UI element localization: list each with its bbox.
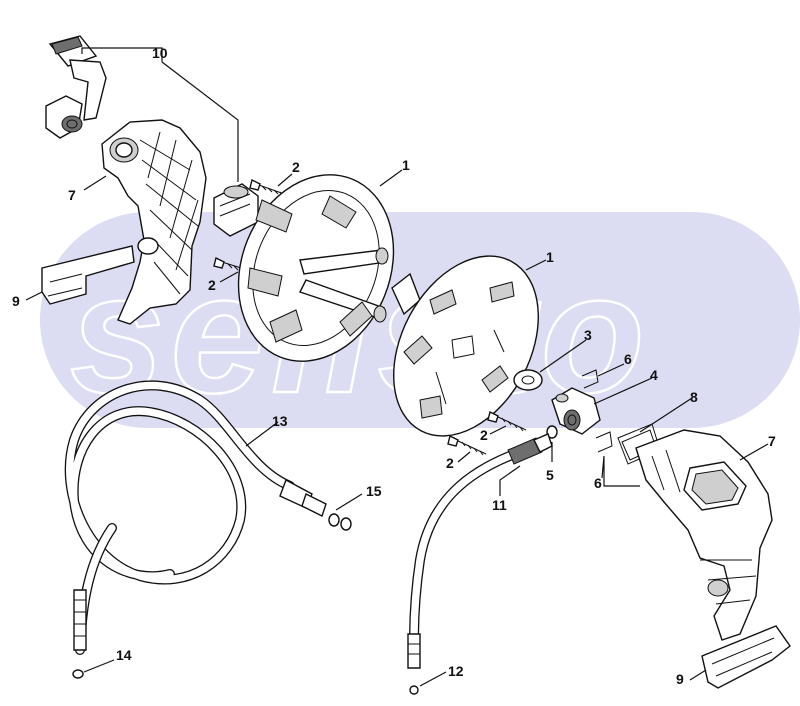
- callout-7-left: 7: [68, 187, 76, 203]
- reel-flange-front: [237, 174, 395, 362]
- leader-2c: [489, 425, 507, 435]
- callout-6-upper: 6: [624, 351, 632, 367]
- leader-6a: [597, 363, 625, 377]
- leader-3: [539, 339, 587, 373]
- leader-8: [639, 397, 693, 433]
- leader-9b: [689, 669, 707, 681]
- leader-10: [81, 47, 239, 182]
- callout-8: 8: [690, 389, 698, 405]
- callout-4: 4: [650, 367, 658, 383]
- callout-9-right: 9: [676, 671, 684, 687]
- leader-7b: [739, 443, 769, 461]
- callout-7-right: 7: [768, 433, 776, 449]
- callout-5: 5: [546, 467, 554, 483]
- callout-6-lower: 6: [594, 475, 602, 491]
- leader-7a: [83, 175, 107, 191]
- leader-9a: [25, 291, 43, 301]
- o-ring-14: [72, 669, 84, 679]
- callout-14: 14: [116, 647, 132, 663]
- callout-2-upper: 2: [292, 159, 300, 175]
- o-rings-pair: [328, 513, 352, 531]
- callout-11: 11: [492, 497, 507, 513]
- leader-1b: [525, 259, 547, 271]
- o-ring-12: [409, 685, 419, 695]
- callout-1-upper: 1: [402, 157, 410, 173]
- leader-6b: [601, 455, 640, 487]
- left-clip: [41, 245, 135, 305]
- retaining-clip-upper: [581, 369, 599, 389]
- connector-hose: [407, 433, 553, 669]
- leader-11: [499, 465, 521, 496]
- washer: [513, 369, 543, 391]
- leader-14: [83, 659, 115, 673]
- leader-2d: [457, 451, 471, 463]
- callout-2-lower-a: 2: [480, 427, 488, 443]
- swivel-joint: [551, 387, 601, 435]
- left-guide-bracket: [101, 119, 207, 325]
- callout-15: 15: [366, 483, 382, 499]
- callout-12: 12: [448, 663, 464, 679]
- callout-2-mid: 2: [208, 277, 216, 293]
- leader-2a: [277, 173, 293, 187]
- leader-1a: [379, 169, 403, 187]
- o-ring-small: [546, 425, 558, 439]
- leader-12: [419, 671, 447, 687]
- leader-13: [245, 421, 279, 447]
- callout-2-lower-b: 2: [446, 455, 454, 471]
- callout-9-left: 9: [12, 293, 20, 309]
- callout-13: 13: [272, 413, 288, 429]
- leader-4: [593, 377, 653, 405]
- right-clip: [701, 625, 791, 689]
- screws-lower: [447, 410, 527, 456]
- callout-3: 3: [584, 327, 592, 343]
- retaining-clip-lower: [595, 431, 613, 453]
- callout-10: 10: [152, 45, 168, 61]
- leader-15: [335, 493, 363, 511]
- leader-2b: [219, 271, 239, 283]
- callout-1-lower: 1: [546, 249, 554, 265]
- crank-handle: [45, 35, 107, 139]
- right-guide-bracket: [635, 429, 773, 641]
- callout-labels: 10 7 9 2 2 1 1 3 6 4 8 7 2 2 5 6 13 15 1…: [12, 45, 776, 687]
- reel-flange-rear: [391, 255, 539, 437]
- coiled-hose: [64, 380, 327, 655]
- leader-lines: [25, 47, 769, 687]
